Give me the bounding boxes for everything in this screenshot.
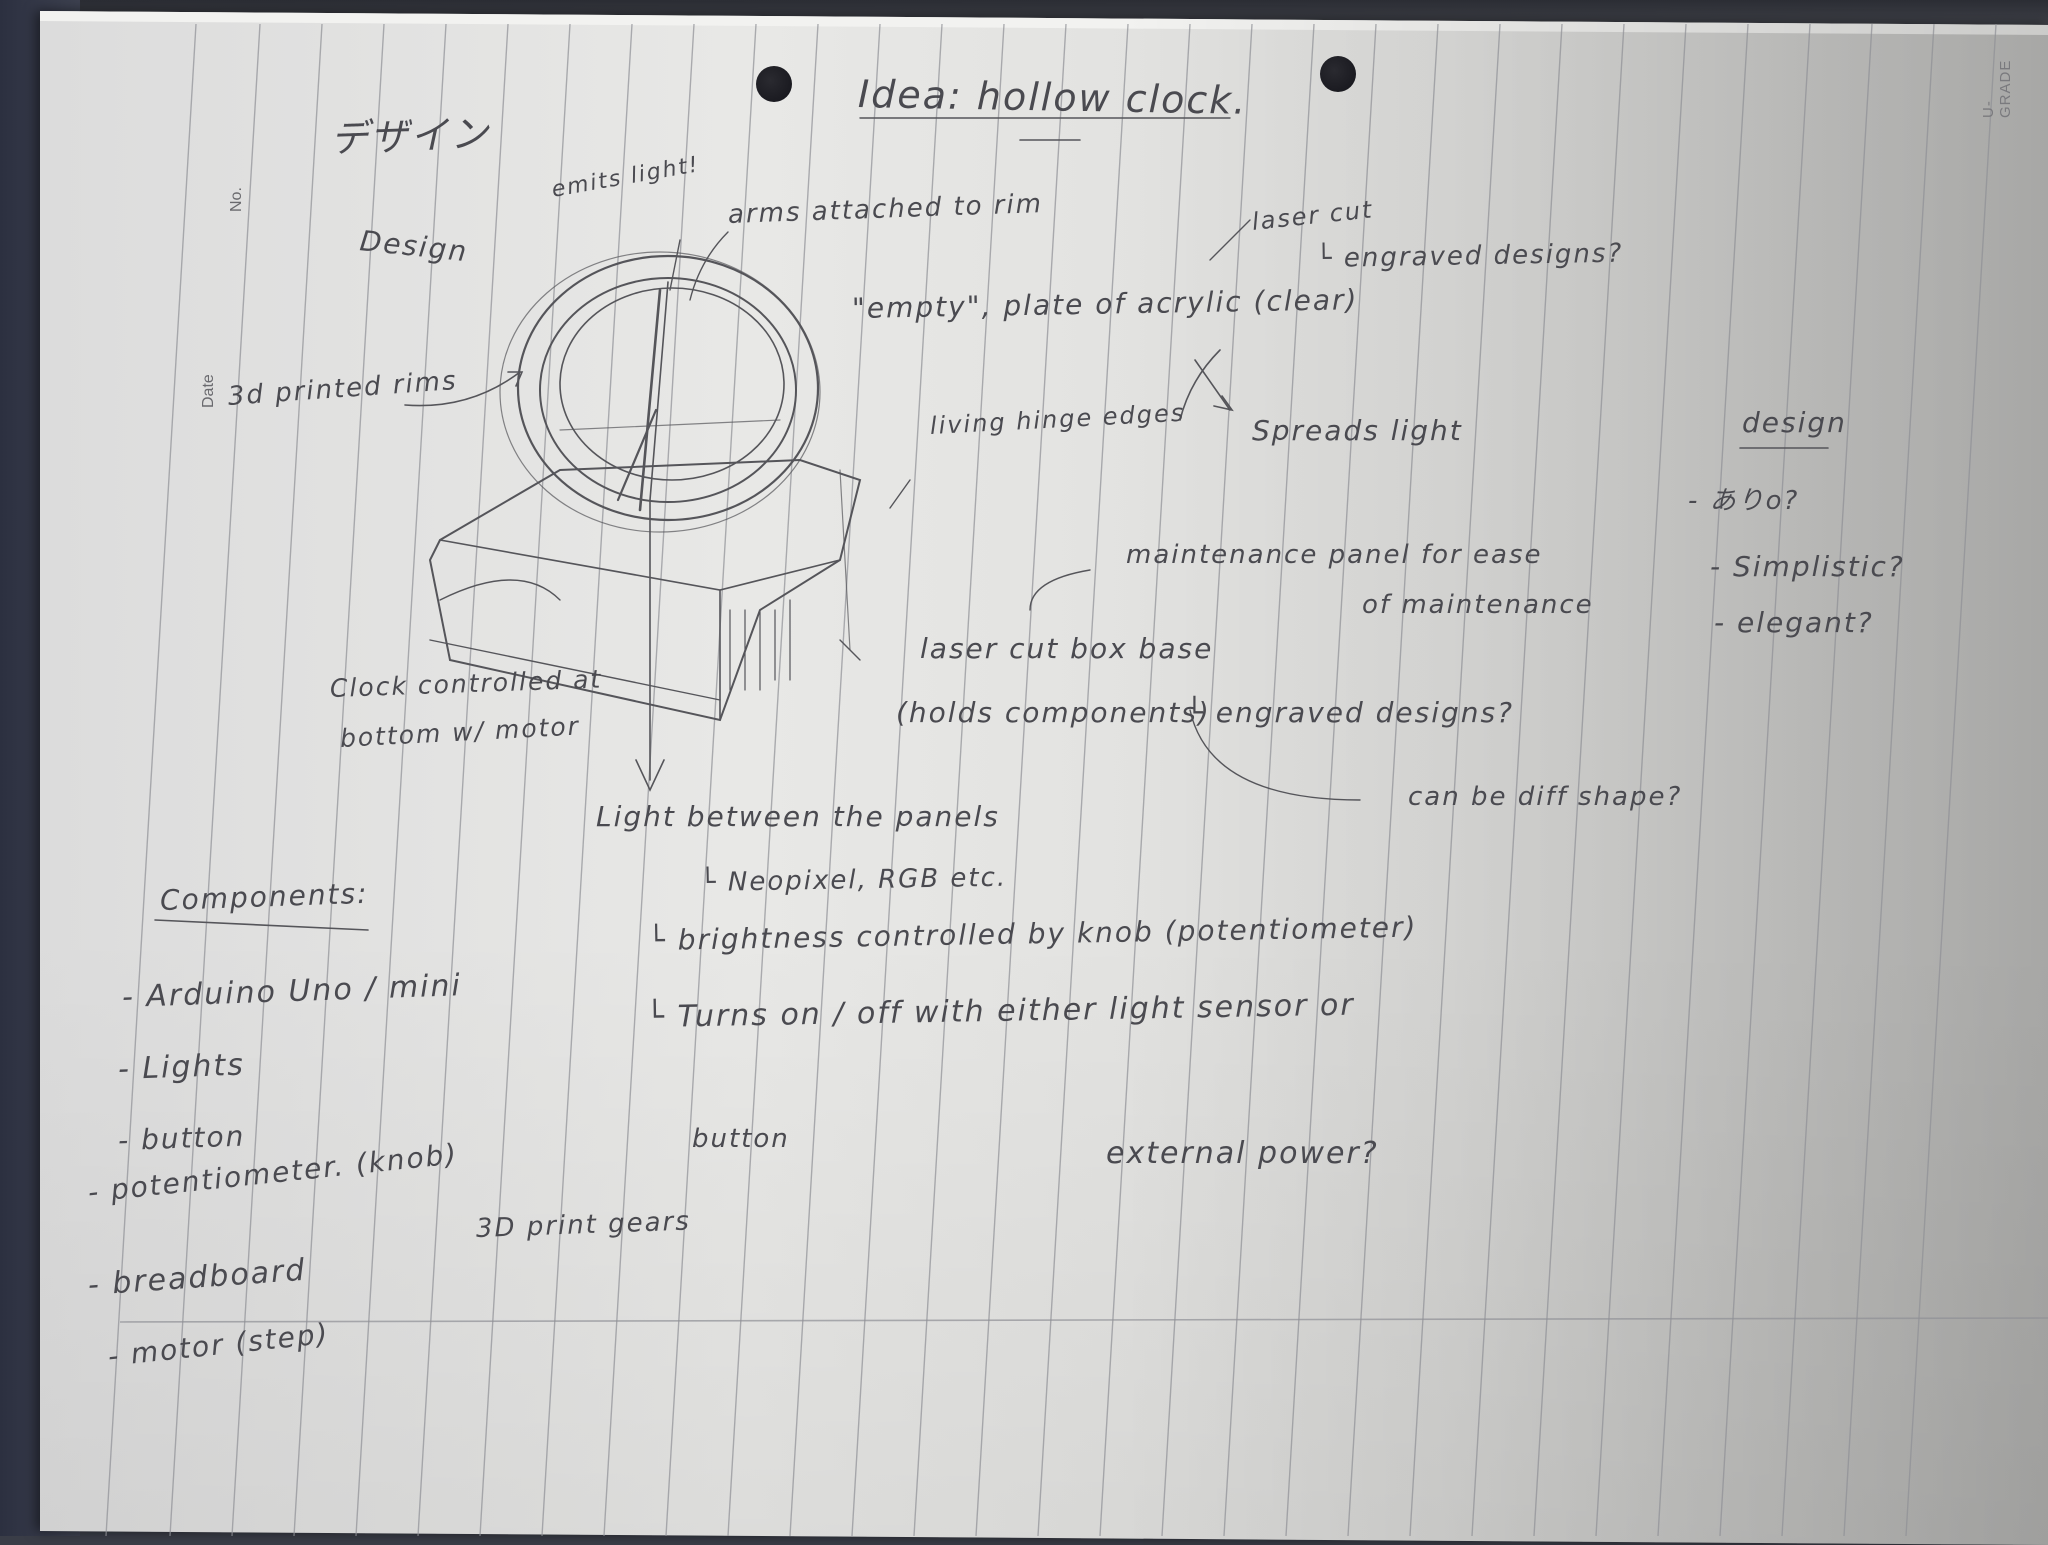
component-item: - Lights [117, 1047, 246, 1087]
maintenance-note-2: of maintenance [1362, 590, 1594, 620]
punch-hole-left [756, 66, 792, 102]
design-side-item-3: - elegant? [1714, 606, 1874, 639]
button-word-note: button [692, 1124, 790, 1154]
diff-shape-note: can be diff shape? [1408, 782, 1683, 812]
external-power-note: external power? [1106, 1136, 1379, 1171]
neopixel-note: └ Neopixel, RGB etc. [699, 862, 1008, 898]
design-side-title: design [1742, 406, 1847, 439]
japanese-note: デザイン [329, 111, 491, 161]
engraved-note-2: └ engraved designs? [1186, 696, 1514, 729]
title-note: Idea: hollow clock. [857, 72, 1248, 123]
box-base-note: laser cut box base [920, 632, 1214, 665]
maintenance-note-1: maintenance panel for ease [1126, 540, 1543, 570]
design-side-item-2: - Simplistic? [1710, 550, 1905, 583]
engraved-note-1: └ engraved designs? [1315, 238, 1624, 274]
holds-components-note: (holds components) [896, 696, 1211, 729]
spreads-light-note: Spreads light [1252, 414, 1463, 447]
punch-hole-right [1320, 56, 1356, 92]
design-side-item-1: - ありo? [1688, 486, 1800, 516]
component-item: - button [117, 1119, 246, 1157]
light-between-note: Light between the panels [596, 800, 1000, 833]
